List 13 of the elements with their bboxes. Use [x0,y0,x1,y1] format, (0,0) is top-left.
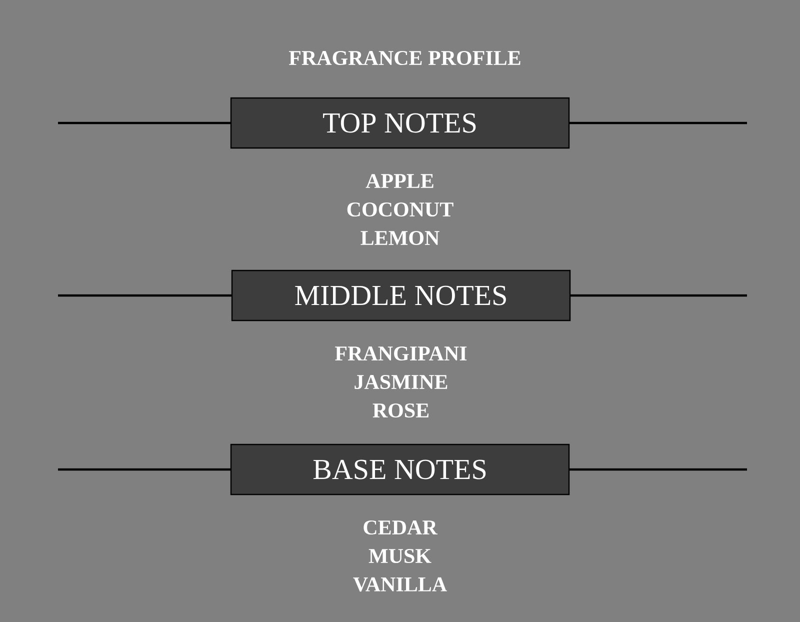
header-box: BASE NOTES [230,444,570,496]
note-item: ROSE [372,403,428,418]
note-item: COCONUT [347,202,454,217]
header-box: MIDDLE NOTES [231,270,571,322]
note-item: FRANGIPANI [335,346,467,361]
note-item: LEMON [360,230,440,246]
note-item: MUSK [368,548,432,564]
title: FRAGRANCE PROFILE [289,50,520,66]
note-item: VANILLA [353,577,447,592]
note-item: CEDAR [364,520,438,535]
note-item: APPLE [366,174,434,188]
note-item: JASMINE [354,374,448,390]
header-box: TOP NOTES [230,97,570,149]
